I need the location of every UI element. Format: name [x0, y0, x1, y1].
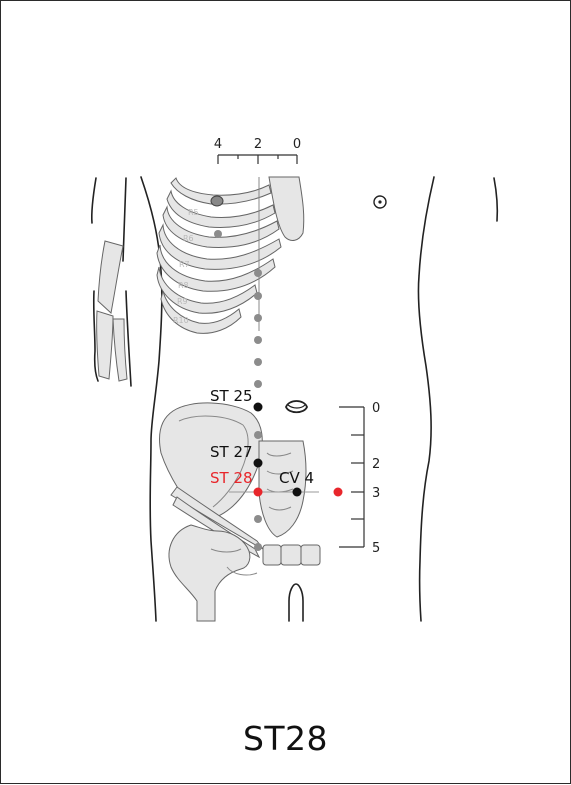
rib-label-r9: R9	[177, 297, 188, 306]
rib-label-r6: R6	[183, 234, 194, 243]
rib-label-r7: R7	[179, 260, 190, 269]
navel-marker	[286, 401, 307, 412]
top-scale	[218, 155, 297, 164]
label-st27: ST 27	[210, 443, 253, 461]
right-scale-labels: 0 2 3 5	[372, 401, 380, 556]
rib-label-r5: R5	[188, 208, 199, 217]
right-scale-label-5: 5	[372, 541, 380, 556]
right-scale-label-0: 0	[372, 401, 380, 416]
figure-caption: ST28	[1, 719, 570, 758]
label-cv4: CV 4	[279, 469, 314, 487]
acupoint-st28-contralateral	[334, 488, 343, 497]
top-scale-labels: 4 2 0	[214, 137, 301, 152]
label-st25: ST 25	[210, 387, 253, 405]
rib-label-r8: R8	[178, 281, 189, 290]
label-st28: ST 28	[210, 469, 253, 487]
top-scale-label-0: 0	[293, 137, 301, 152]
arm-bones	[97, 241, 127, 381]
rib-label-r10: R10	[173, 316, 189, 325]
right-scale-label-3: 3	[372, 486, 380, 501]
top-scale-label-4: 4	[214, 137, 222, 152]
top-scale-label-2: 2	[254, 137, 262, 152]
rib-cage	[157, 177, 304, 333]
pelvis-bones	[160, 403, 321, 621]
nipple-marker	[374, 196, 386, 208]
right-scale-label-2: 2	[372, 457, 380, 472]
right-scale	[339, 407, 364, 547]
